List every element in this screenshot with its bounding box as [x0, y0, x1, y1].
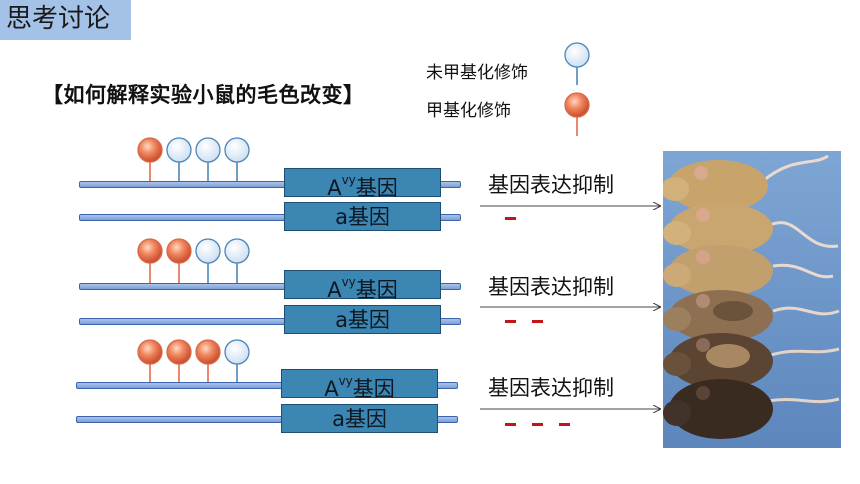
question-heading: 【如何解释实验小鼠的毛色改变】	[42, 83, 365, 107]
dna-strand	[76, 416, 458, 423]
suppression-dash	[532, 423, 543, 426]
suppression-dash	[505, 217, 516, 220]
dna-strand	[79, 283, 461, 290]
effect-label-2: 基因表达抑制	[488, 275, 614, 299]
unmethylated-marker-icon	[195, 137, 221, 181]
suppression-dash	[559, 423, 570, 426]
suppression-dash	[532, 320, 543, 323]
methylated-marker-icon	[137, 238, 163, 283]
legend-methylated-icon	[564, 92, 590, 136]
page-title: 思考讨论	[6, 4, 111, 34]
avy-gene-box: Avy基因	[281, 369, 438, 401]
suppression-dash	[505, 320, 516, 323]
a-gene-box: a基因	[281, 404, 438, 433]
a-gene-box: a基因	[284, 305, 441, 334]
methylated-marker-icon	[137, 137, 163, 181]
mice-photo	[663, 151, 841, 448]
effect-label-1: 基因表达抑制	[488, 173, 614, 197]
dna-strand	[76, 382, 458, 389]
methylated-marker-icon	[166, 238, 192, 283]
methylated-marker-icon	[166, 339, 192, 382]
unmethylated-marker-icon	[166, 137, 192, 181]
title-banner: 思考讨论	[0, 0, 131, 40]
suppression-dash	[505, 423, 516, 426]
a-gene-box: a基因	[284, 202, 441, 231]
avy-gene-box: Avy基因	[284, 270, 441, 302]
unmethylated-marker-icon	[195, 238, 221, 283]
legend-methylated-label: 甲基化修饰	[426, 101, 511, 121]
unmethylated-marker-icon	[224, 339, 250, 382]
dna-strand	[79, 318, 461, 325]
methylated-marker-icon	[195, 339, 221, 382]
dna-strand	[79, 181, 461, 188]
avy-gene-box: Avy基因	[284, 168, 441, 200]
unmethylated-marker-icon	[224, 238, 250, 283]
effect-label-3: 基因表达抑制	[488, 376, 614, 400]
dna-strand	[79, 214, 461, 221]
methylated-marker-icon	[137, 339, 163, 382]
unmethylated-marker-icon	[224, 137, 250, 181]
legend-unmethylated-icon	[564, 42, 590, 85]
legend-unmethylated-label: 未甲基化修饰	[426, 63, 528, 83]
